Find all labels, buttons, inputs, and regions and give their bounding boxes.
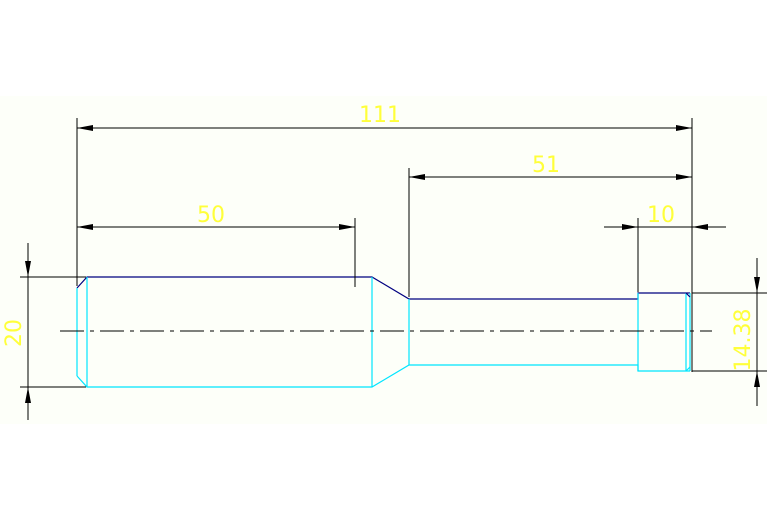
dim-text-111: 111 bbox=[359, 103, 401, 128]
dim-text-50: 50 bbox=[197, 203, 225, 228]
shaft-part bbox=[76, 276, 691, 388]
dim-text-14-38: 14.38 bbox=[731, 309, 756, 372]
dim-text-51: 51 bbox=[532, 153, 560, 178]
shaft-end-chamfer-top bbox=[685, 292, 691, 298]
shaft-end-chamfer-bot bbox=[685, 366, 691, 372]
drawing-area bbox=[0, 96, 767, 424]
dimension-texts: 111 51 50 10 20 14.38 bbox=[2, 103, 756, 371]
dim-text-20: 20 bbox=[2, 319, 27, 347]
dimension-lines bbox=[20, 118, 767, 420]
dim-text-10: 10 bbox=[647, 203, 675, 228]
